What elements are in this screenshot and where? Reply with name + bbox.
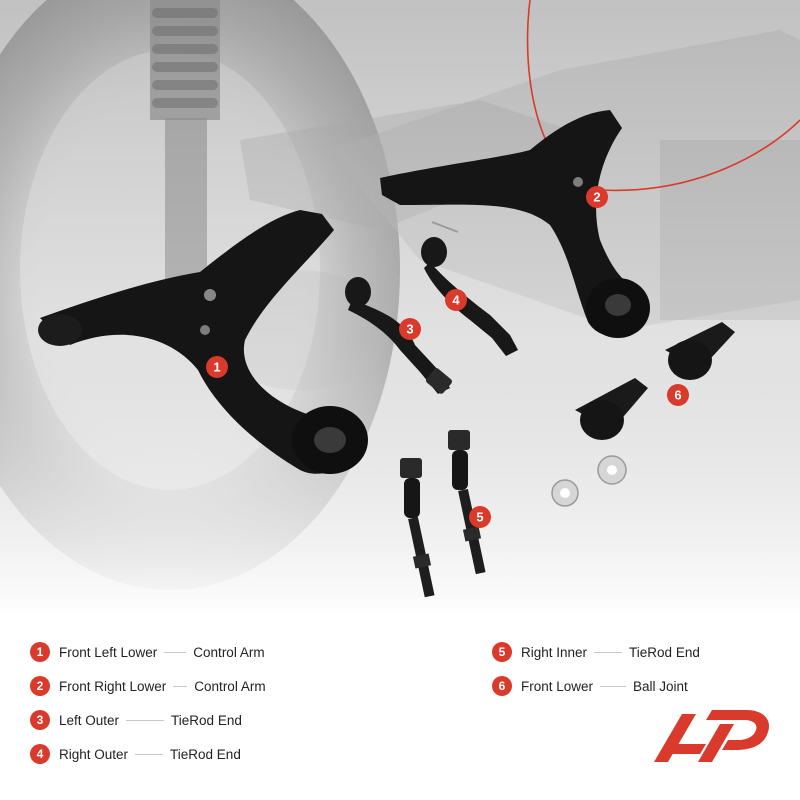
legend-part: TieRod End	[170, 746, 241, 762]
callout-badge-1: 1	[206, 356, 228, 378]
callout-badge-2: 2	[586, 186, 608, 208]
legend-item-5: 5 Right Inner TieRod End	[492, 640, 700, 664]
right-outer-tierod-end	[421, 221, 518, 356]
legend-item-4: 4 Right Outer TieRod End	[30, 742, 241, 766]
legend-divider	[600, 685, 627, 687]
parts-photo: 1 2 3 4 5 6	[0, 0, 800, 620]
front-left-lower-control-arm	[38, 210, 368, 474]
svg-text:1: 1	[213, 360, 220, 375]
svg-text:4: 4	[452, 293, 460, 308]
legend-item-2: 2 Front Right Lower Control Arm	[30, 674, 266, 698]
legend-position: Left Outer	[59, 712, 120, 728]
legend-position: Front Right Lower	[59, 678, 167, 694]
left-outer-tierod-end	[345, 277, 452, 394]
legend-position: Right Outer	[59, 746, 129, 762]
parts-legend: 1 Front Left Lower Control Arm 2 Front R…	[0, 620, 800, 800]
legend-item-1: 1 Front Left Lower Control Arm	[30, 640, 265, 664]
legend-divider	[135, 753, 164, 755]
legend-part: TieRod End	[171, 712, 242, 728]
legend-position: Front Lower	[521, 678, 594, 694]
legend-divider	[126, 719, 165, 721]
svg-text:2: 2	[593, 190, 600, 205]
callout-badge-5: 5	[469, 506, 491, 528]
legend-part: Control Arm	[194, 678, 266, 694]
callout-badge-6: 6	[667, 384, 689, 406]
svg-text:3: 3	[406, 322, 413, 337]
right-inner-tierod-ends	[400, 430, 486, 598]
brand-logo-icon	[650, 706, 772, 764]
parts-illustration: 1 2 3 4 5 6	[0, 0, 800, 620]
legend-item-6: 6 Front Lower Ball Joint	[492, 674, 688, 698]
svg-text:6: 6	[674, 388, 681, 403]
legend-position: Front Left Lower	[59, 644, 158, 660]
legend-number-badge: 2	[30, 676, 50, 696]
legend-number-badge: 3	[30, 710, 50, 730]
svg-text:5: 5	[476, 510, 483, 525]
front-lower-ball-joints	[551, 322, 735, 507]
legend-number-badge: 5	[492, 642, 512, 662]
legend-number-badge: 1	[30, 642, 50, 662]
legend-item-3: 3 Left Outer TieRod End	[30, 708, 242, 732]
legend-part: Ball Joint	[633, 678, 688, 694]
legend-divider	[173, 685, 188, 687]
legend-number-badge: 4	[30, 744, 50, 764]
legend-divider	[164, 651, 187, 653]
legend-divider	[594, 651, 623, 653]
callout-badge-3: 3	[399, 318, 421, 340]
legend-position: Right Inner	[521, 644, 588, 660]
legend-part: TieRod End	[629, 644, 700, 660]
front-right-lower-control-arm	[380, 110, 650, 338]
legend-part: Control Arm	[193, 644, 265, 660]
callout-badge-4: 4	[445, 289, 467, 311]
legend-number-badge: 6	[492, 676, 512, 696]
